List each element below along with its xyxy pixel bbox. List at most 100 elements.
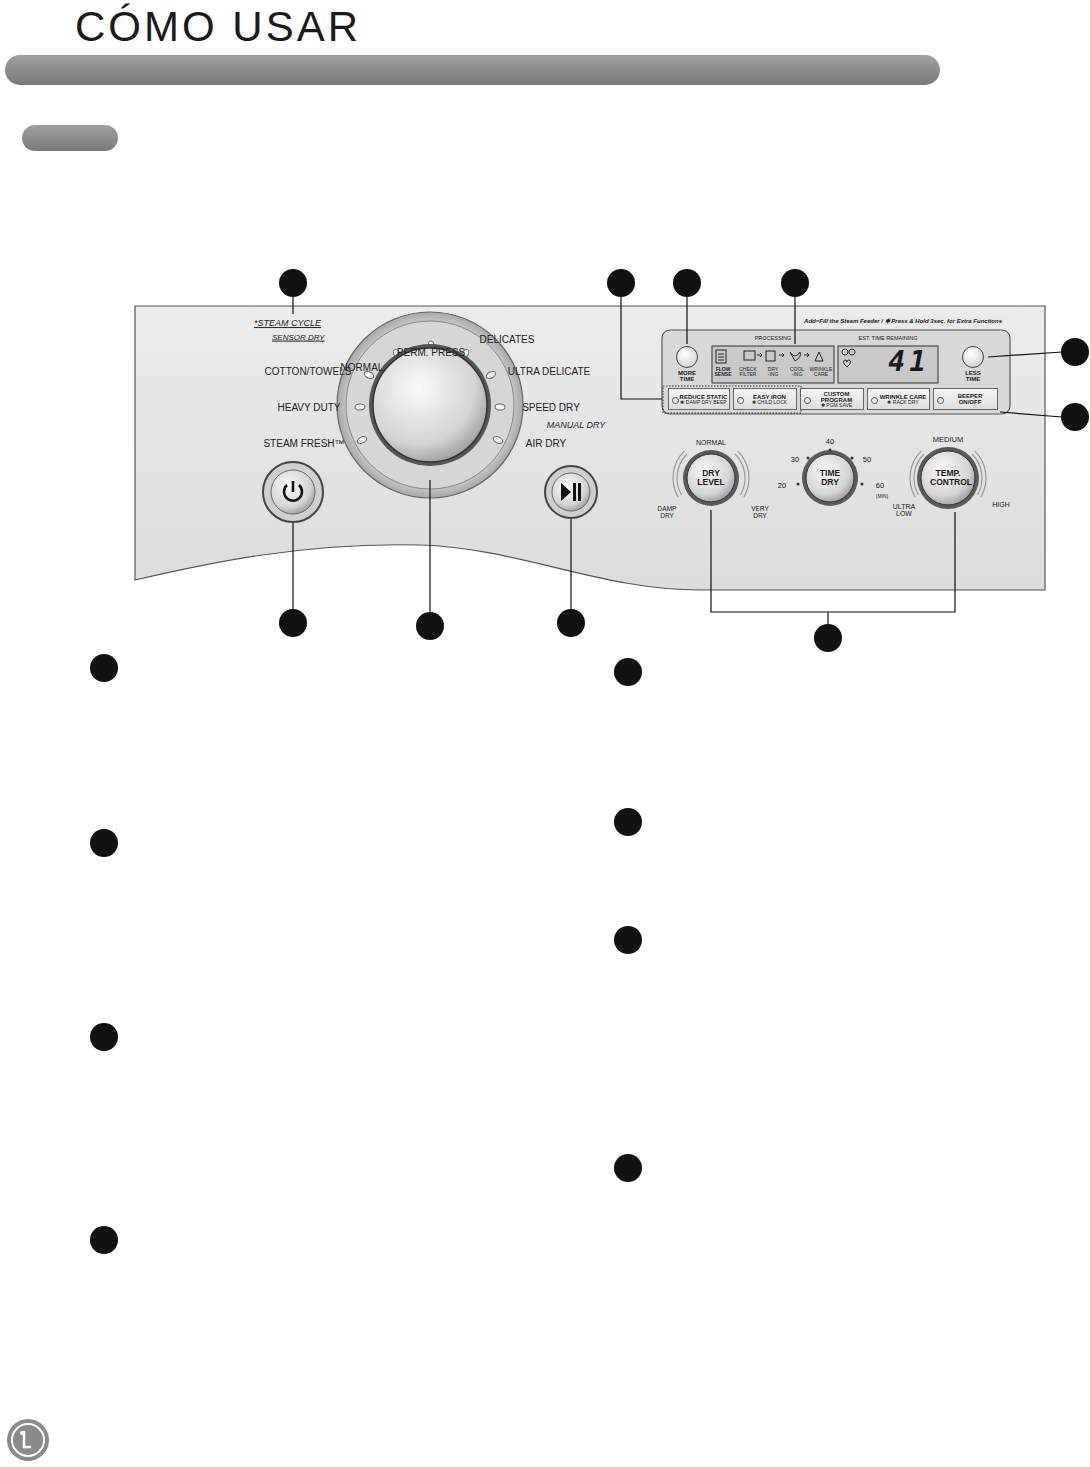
selector-knobs	[807, 457, 810, 460]
knob-scale-label: NORMAL	[696, 439, 726, 447]
selector-knobs	[914, 454, 924, 495]
callout-markers	[90, 654, 118, 682]
button-label: BEEPER ON/OFF	[955, 393, 985, 405]
button-label: PROCESSING	[712, 336, 834, 342]
selector-knobs	[917, 447, 979, 509]
knob-scale-label: 60	[876, 482, 884, 490]
button-label: LESS TIME	[956, 370, 990, 382]
cycle-dial	[355, 404, 365, 410]
brand-logo	[24, 1431, 31, 1447]
selector-knobs	[735, 454, 745, 495]
display-icons	[744, 351, 755, 360]
callout-markers	[614, 926, 642, 954]
selector-knobs	[738, 451, 749, 497]
selector-knobs	[683, 450, 739, 506]
button-label: DRY LEVEL	[693, 469, 729, 487]
cycle-label: DELICATES	[480, 334, 535, 345]
cycle-label: MANUAL DRY	[547, 421, 606, 431]
display-icons	[842, 349, 848, 355]
knob-scale-label: ULTRA LOW	[892, 503, 916, 517]
header-bars	[5, 55, 940, 151]
cycle-dial	[369, 344, 491, 466]
cycle-dial	[485, 370, 497, 380]
selector-knobs	[975, 451, 986, 497]
sub-label: ✱ PGM SAVE	[821, 403, 852, 408]
cycle-label: SPEED DRY	[522, 402, 580, 413]
header-bars	[5, 55, 940, 85]
power-button	[263, 462, 323, 522]
selector-knobs	[910, 451, 921, 497]
selector-knobs	[851, 457, 854, 460]
cycle-dial	[356, 435, 368, 445]
control-panel	[135, 306, 1045, 590]
selector-knob: DRY LEVEL	[689, 456, 733, 500]
leader-lines	[621, 297, 662, 399]
knob-scale-label: 50	[863, 456, 871, 464]
leader-lines	[570, 519, 571, 609]
header-bars	[22, 125, 118, 151]
leader-lines	[292, 297, 293, 314]
callout-markers	[557, 609, 585, 637]
start-pause-button	[578, 483, 581, 501]
callout-markers	[1061, 338, 1089, 366]
knob-scale-label: 20	[778, 482, 786, 490]
display-icons	[757, 353, 762, 357]
callout-markers	[90, 1226, 118, 1254]
start-pause-button	[552, 473, 590, 511]
cycle-label: ULTRA DELICATE	[508, 366, 590, 377]
callout-markers	[90, 829, 118, 857]
leader-lines	[711, 510, 955, 612]
selector-knobs	[673, 447, 986, 509]
sub-label: FLOW SENSE	[713, 367, 733, 377]
cycle-dial	[373, 348, 487, 462]
display-frame	[712, 346, 834, 383]
callout-markers	[614, 658, 642, 686]
brand-logo	[7, 1419, 49, 1461]
knob-scale-label: DAMP DRY	[654, 506, 680, 519]
panel-note: Add=Fill the Steam Feeder / ✱ Press & Ho…	[802, 318, 1004, 325]
knob-scale-label: MEDIUM	[933, 436, 963, 444]
button-label: CUSTOM PROGRAM	[817, 391, 857, 403]
cycle-dial	[495, 404, 505, 410]
callout-markers	[781, 269, 809, 297]
page-title: CÓMO USAR	[75, 4, 361, 50]
selector-knobs	[673, 451, 684, 497]
leader-lines	[686, 297, 687, 344]
cycle-label: SENSOR DRY	[272, 334, 325, 343]
button-label: TIME DRY	[812, 469, 848, 487]
brand-logo	[20, 1431, 24, 1435]
leader-lines	[429, 480, 430, 612]
callout-markers	[814, 624, 842, 652]
selector-knob: TIME DRY	[808, 456, 852, 500]
sub-label: ✱ CHILD LOCK	[752, 400, 787, 405]
callout-markers	[614, 1154, 642, 1182]
display-frame	[662, 330, 1010, 414]
cycle-label: STEAM FRESH™	[263, 438, 344, 449]
button-label: MORE TIME	[670, 370, 704, 382]
leader-lines	[794, 297, 795, 344]
control-panel	[135, 306, 1045, 590]
option-button: CUSTOM PROGRAM✱ PGM SAVE	[800, 388, 864, 410]
power-button	[292, 481, 295, 492]
selector-knobs	[806, 454, 854, 502]
callout-markers	[279, 269, 307, 297]
indicator-led	[871, 397, 878, 404]
leader-lines	[293, 297, 1062, 624]
sub-label: WRINKLE CARE	[809, 367, 833, 377]
leader-lines	[988, 352, 1062, 357]
selector-knob: TEMP. CONTROL	[923, 453, 973, 503]
knob-scale-label: 40	[826, 438, 834, 446]
indicator-led	[804, 397, 811, 404]
selector-knobs	[677, 454, 687, 495]
selector-knobs	[972, 454, 982, 495]
power-button	[271, 470, 315, 514]
selector-knobs	[829, 449, 832, 452]
power-button	[263, 462, 323, 522]
indicator-led	[937, 397, 944, 404]
selector-knobs	[802, 450, 858, 506]
start-pause-button	[545, 466, 597, 518]
callout-markers	[607, 269, 635, 297]
